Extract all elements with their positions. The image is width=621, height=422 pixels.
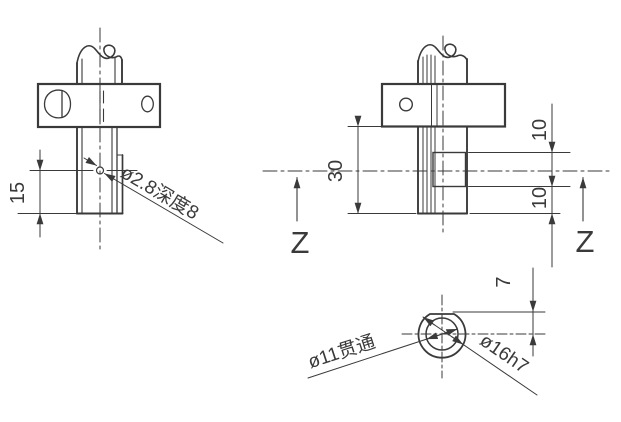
bore-circle	[425, 317, 459, 351]
bracket-hole	[399, 97, 414, 112]
outer-diameter-leader	[422, 316, 538, 396]
bracket-hole	[141, 95, 154, 113]
dim-7-label: 7	[493, 276, 515, 287]
front-view	[17, 27, 224, 253]
section-label-z-left: Z	[291, 225, 310, 260]
dimension-15	[17, 149, 138, 238]
section-arrows	[293, 176, 587, 222]
lever-cutout	[43, 89, 72, 119]
section-label-z-right: Z	[576, 224, 595, 259]
dimension-10-pair	[468, 103, 571, 268]
clamp-slit	[99, 90, 105, 123]
dim-30-label: 30	[325, 160, 347, 182]
side-view	[262, 35, 613, 268]
shaft-lower	[417, 125, 468, 215]
shaft-section-outline	[417, 313, 467, 359]
dimension-30	[347, 115, 417, 214]
milled-flat	[432, 151, 467, 188]
clamp-bracket	[380, 82, 507, 128]
dim-10-bottom-label: 10	[529, 187, 551, 209]
cross-hole	[95, 166, 105, 175]
section-view	[307, 267, 547, 396]
shaft-upper	[417, 54, 468, 85]
dim-10-top-label: 10	[529, 119, 551, 141]
clamp-bracket	[36, 82, 162, 129]
dimension-7	[452, 267, 546, 357]
break-line	[76, 44, 123, 64]
hole-leader	[83, 157, 224, 244]
bore-diameter-leader	[307, 328, 458, 379]
labels: 15 ø2.8深度8 30 10 10 Z Z 7 ø11贯通 ø16h7	[7, 119, 594, 378]
outer-note-label: ø16h7	[476, 330, 532, 378]
dim-15-label: 15	[7, 182, 29, 204]
break-line	[417, 43, 468, 63]
shaft-upper	[76, 56, 123, 85]
hole-note-label: ø2.8深度8	[117, 161, 203, 224]
